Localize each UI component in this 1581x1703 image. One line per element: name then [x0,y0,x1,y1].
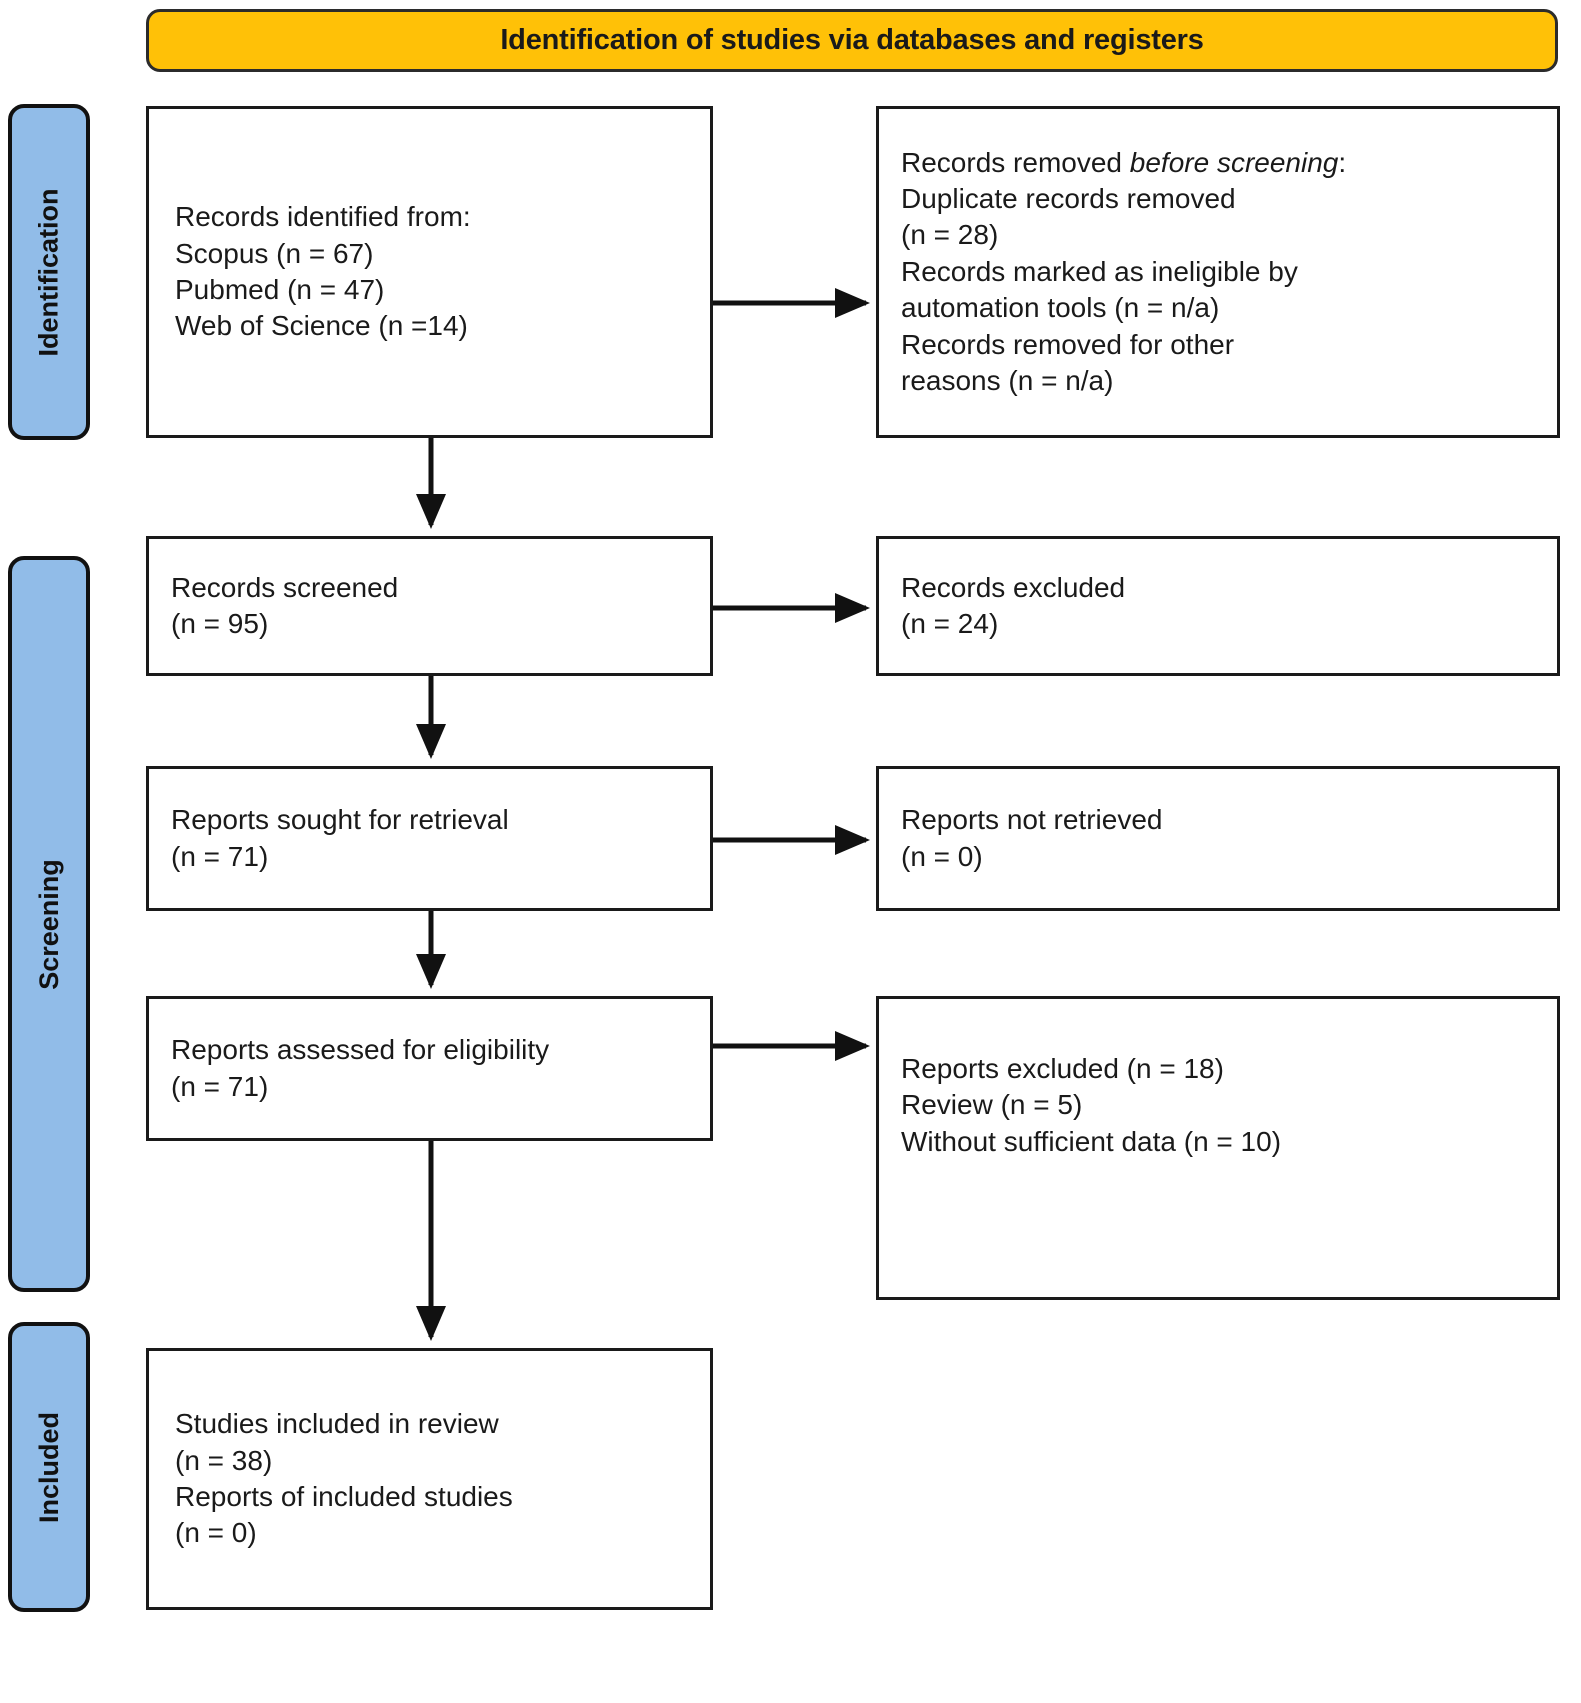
box-records-excluded: Records excluded (n = 24) [876,536,1560,676]
reports-excluded-review: Review (n = 5) [901,1089,1083,1121]
reports-assessed-label: Reports assessed for eligibility [171,1034,550,1066]
reports-of-included-label: Reports of included studies [175,1481,513,1512]
reports-assessed-count: (n = 71) [171,1070,269,1102]
studies-included-label: Studies included in review [175,1408,499,1440]
box-records-removed: Records removed before screening: Duplic… [876,106,1560,438]
stage-bar-screening: Screening [8,556,90,1292]
records-identified-wos: Web of Science (n =14) [175,310,468,342]
box-reports-excluded-text: Reports excluded (n = 18) Review (n = 5)… [879,1051,1557,1160]
records-screened-count: (n = 95) [171,608,269,639]
records-identified-line-1: Records identified from: [175,201,471,233]
records-excluded-label: Records excluded [901,571,1126,603]
reports-of-included-count: (n = 0) [175,1517,257,1549]
records-excluded-count: (n = 24) [901,608,999,639]
stage-label-identification: Identification [33,188,64,356]
studies-included-count: (n = 38) [175,1444,273,1476]
stage-bar-identification: Identification [8,104,90,440]
header-title: Identification of studies via databases … [500,24,1204,56]
box-reports-excluded: Reports excluded (n = 18) Review (n = 5)… [876,996,1560,1300]
box-reports-sought-text: Reports sought for retrieval (n = 71) [149,802,710,875]
stage-label-screening: Screening [33,858,64,990]
records-removed-heading-part1: Records removed [901,146,1130,178]
box-reports-not-retrieved: Reports not retrieved (n = 0) [876,766,1560,911]
box-studies-included-text: Studies included in review (n = 38) Repo… [149,1406,710,1552]
records-removed-heading-emphasis: before screening [1129,146,1339,178]
box-records-screened-text: Records screened (n = 95) [149,570,710,643]
box-records-removed-text: Records removed before screening: Duplic… [879,145,1557,400]
box-records-screened: Records screened (n = 95) [146,536,713,676]
records-removed-automation: automation tools (n = n/a) [901,292,1220,324]
box-reports-assessed: Reports assessed for eligibility (n = 71… [146,996,713,1141]
records-removed-heading-colon: : [1338,146,1347,178]
records-removed-other-count: reasons (n = n/a) [901,364,1114,396]
reports-sought-count: (n = 71) [171,840,269,872]
records-removed-heading: Records removed before screening: [901,145,1535,181]
records-identified-scopus: Scopus (n = 67) [175,237,374,269]
records-removed-duplicates-count: (n = 28) [901,219,999,251]
reports-not-retrieved-count: (n = 0) [901,840,983,872]
records-identified-pubmed: Pubmed (n = 47) [175,274,385,305]
reports-excluded-total: Reports excluded (n = 18) [901,1053,1224,1084]
box-studies-included: Studies included in review (n = 38) Repo… [146,1348,713,1610]
reports-excluded-insufficient-data: Without sufficient data (n = 10) [901,1125,1282,1157]
stage-label-included: Included [33,1411,64,1523]
box-reports-not-retrieved-text: Reports not retrieved (n = 0) [879,802,1557,875]
stage-bar-included: Included [8,1322,90,1612]
records-removed-duplicates: Duplicate records removed [901,183,1236,215]
records-screened-label: Records screened [171,571,399,603]
reports-sought-label: Reports sought for retrieval [171,804,509,836]
box-reports-sought: Reports sought for retrieval (n = 71) [146,766,713,911]
box-reports-assessed-text: Reports assessed for eligibility (n = 71… [149,1032,710,1105]
records-removed-other: Records removed for other [901,328,1235,360]
header-banner: Identification of studies via databases … [146,9,1558,72]
box-records-identified: Records identified from: Scopus (n = 67)… [146,106,713,438]
box-records-identified-text: Records identified from: Scopus (n = 67)… [149,199,710,345]
box-records-excluded-text: Records excluded (n = 24) [879,570,1557,643]
records-removed-ineligible: Records marked as ineligible by [901,255,1298,287]
reports-not-retrieved-label: Reports not retrieved [901,804,1163,836]
